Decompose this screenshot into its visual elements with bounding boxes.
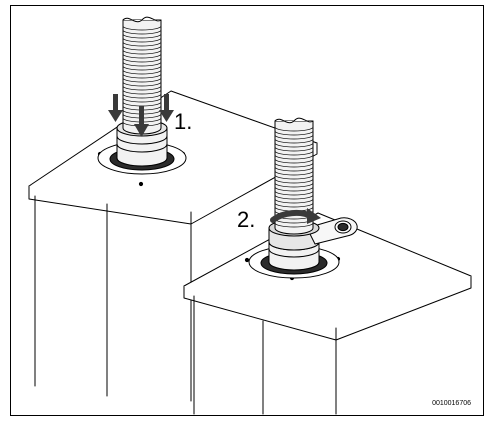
installation-figure: 1. 2. 0010016706	[10, 5, 484, 416]
arrow-down-icon	[108, 94, 174, 137]
flexible-flue-pipe-2	[274, 117, 314, 235]
boiler-unit-2	[183, 212, 472, 415]
flue-adapter-1	[97, 119, 187, 175]
step-1-label: 1.	[174, 109, 193, 134]
flexible-flue-pipe-1	[122, 16, 162, 135]
figure-code: 0010016706	[432, 400, 471, 407]
step-2-label: 2.	[237, 207, 256, 232]
curved-arrow-icon	[270, 208, 321, 224]
